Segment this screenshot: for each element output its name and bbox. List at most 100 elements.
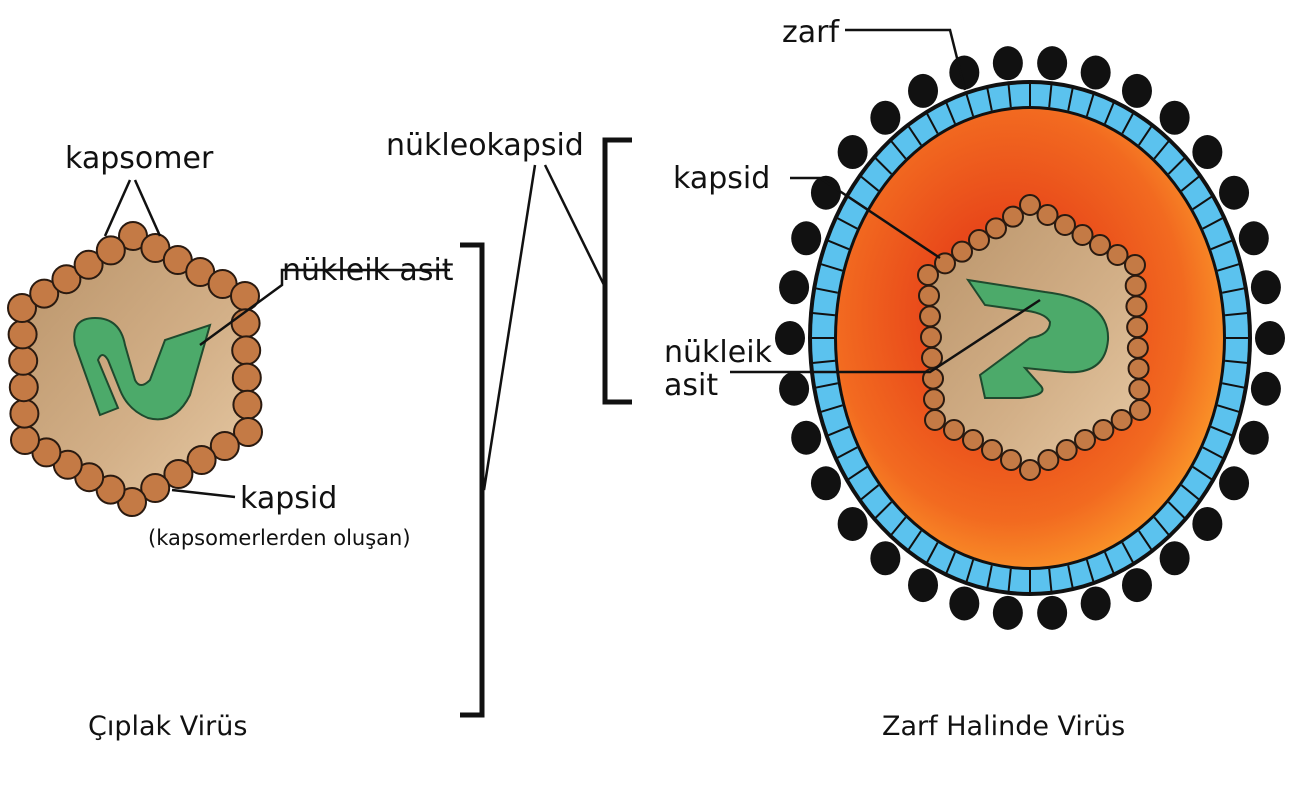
envelope-segment-line <box>965 559 975 584</box>
capsomer <box>1125 295 1148 318</box>
spike <box>1250 371 1281 406</box>
spike <box>1192 506 1223 541</box>
envelope-segment-line <box>889 139 907 160</box>
envelope-segment-line <box>965 92 975 117</box>
spike <box>992 46 1023 81</box>
envelope-segment-line <box>826 239 850 251</box>
spike <box>810 175 841 210</box>
envelope-segment-line <box>873 501 893 520</box>
envelope-segment-line <box>1048 568 1053 593</box>
envelope-label: zarf <box>782 15 840 50</box>
envelope-segment-line <box>835 216 858 230</box>
capsomer <box>962 429 984 451</box>
capsid-pointer <box>171 488 236 499</box>
envelope-segment-line <box>925 542 939 565</box>
capsomer <box>985 217 1007 240</box>
envelope-segment-line <box>1202 216 1225 230</box>
envelope-segment-line <box>1085 559 1095 584</box>
spike <box>837 135 868 170</box>
spike <box>908 73 939 108</box>
envelope-segment-line <box>814 287 838 294</box>
envelope-segment-line <box>906 124 922 146</box>
envelope-segment-line <box>1138 530 1154 552</box>
capsomer <box>1054 214 1076 236</box>
spike <box>791 420 822 455</box>
capsomer <box>917 264 939 286</box>
spike <box>779 371 810 406</box>
envelope-segment-line <box>1210 425 1234 437</box>
capsomer <box>95 235 126 266</box>
envelope-segment-line <box>1217 262 1241 272</box>
nucleic-acid-label: nükleik asit <box>282 253 454 288</box>
envelope-segment-line <box>1067 565 1074 590</box>
nucleic-acid-pointer <box>199 268 450 347</box>
naked-nucleic-acid <box>73 316 212 421</box>
capsomer <box>1124 274 1147 297</box>
capsomer <box>8 345 39 376</box>
spike <box>1159 100 1190 135</box>
spike <box>1037 46 1068 81</box>
capsomer <box>51 264 82 295</box>
spike <box>949 586 980 621</box>
capsomer-label: kapsomer <box>65 141 214 176</box>
envelope-segment-line <box>826 425 850 437</box>
spike <box>908 568 939 603</box>
enveloped-virus-title: Zarf Halinde Virüs <box>882 711 1125 742</box>
capsomer <box>29 278 60 309</box>
spike <box>1255 321 1285 355</box>
capsomer <box>1110 409 1133 431</box>
capsomer <box>231 362 262 393</box>
envelope-segment-line <box>1048 83 1053 108</box>
enveloped-bracket <box>602 137 632 405</box>
capsomer <box>1000 449 1022 471</box>
capsomer <box>1089 234 1111 256</box>
capsomer-pointer <box>103 179 132 237</box>
envelope-segment-line <box>1167 156 1187 175</box>
envelope-segment-line <box>1224 311 1250 317</box>
capsomer <box>1019 459 1041 481</box>
envelope-segment-line <box>1217 404 1241 414</box>
capsomer-pointer <box>133 179 162 237</box>
enveloped-nucleic-acid <box>965 278 1110 399</box>
envelope-segment-line <box>906 530 922 552</box>
capsomer <box>140 473 171 503</box>
capsid-label: kapsid <box>240 481 337 516</box>
capsomer <box>1019 194 1041 216</box>
envelope-segment-line <box>810 359 836 365</box>
capsomer <box>923 388 945 411</box>
capsomer <box>1037 449 1060 471</box>
envelope-segment-line <box>1202 446 1225 460</box>
enveloped-virus: zarf kapsid nükleik asit Zarf Halinde Vi… <box>664 15 1285 742</box>
envelope-spikes <box>775 46 1285 630</box>
naked-capsomers <box>7 221 263 517</box>
capsomer <box>186 445 217 475</box>
envelope-segment-line <box>1180 484 1201 502</box>
capsomer <box>1092 419 1115 441</box>
spike <box>837 506 868 541</box>
enveloped-capsomers <box>917 194 1151 481</box>
capsomer <box>1128 378 1151 401</box>
envelope-segment-line <box>1222 382 1246 389</box>
spike <box>1121 73 1152 108</box>
naked-bracket <box>460 242 485 718</box>
envelope-segment-line <box>1192 466 1214 482</box>
nucleocapsid-label: nükleokapsid <box>386 128 584 163</box>
envelope-pointer <box>845 28 967 91</box>
envelope-segments <box>810 82 1250 594</box>
spike <box>949 55 980 90</box>
envelope-segment-line <box>944 101 956 125</box>
capsomer <box>1106 244 1129 266</box>
spike <box>1080 55 1111 90</box>
envelope-segment-line <box>819 262 843 272</box>
envelope-segment-line <box>986 565 993 590</box>
envelope-segment-line <box>1138 124 1154 146</box>
capsomer <box>1126 316 1149 339</box>
capsomer <box>1126 336 1149 359</box>
capsomer <box>951 240 973 263</box>
capsomer <box>924 409 946 431</box>
envelope-segment-line <box>1153 139 1171 160</box>
capsomer <box>919 305 941 328</box>
capsomer <box>8 372 39 403</box>
envelope-segment-line <box>814 382 838 389</box>
